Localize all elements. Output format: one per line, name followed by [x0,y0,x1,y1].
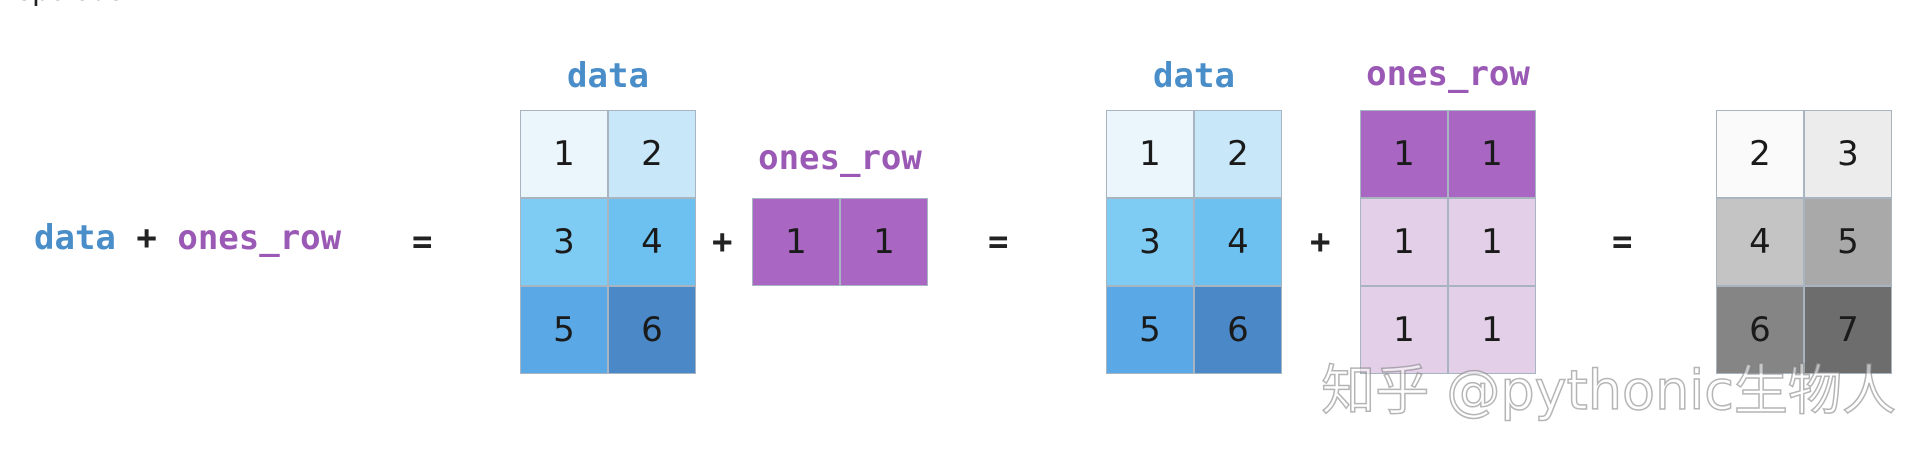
matrix-cell: 2 [1716,110,1804,198]
matrix-cell: 2 [608,110,696,198]
plus-sign-2: + [1310,222,1331,262]
step2-data-matrix: 1 2 3 4 5 6 [1106,110,1282,374]
expression-ones-row-label: ones_row [177,218,342,258]
equals-sign-3: = [1612,222,1633,262]
matrix-cell: 1 [1448,286,1536,374]
matrix-cell: 6 [1194,286,1282,374]
expression-plus: + [136,218,157,258]
watermark: 知乎 @pythonic生物人 [1320,358,1896,423]
matrix-cell: 1 [1448,198,1536,286]
step1-ones-row-label: ones_row [758,138,922,178]
step1-data-label: data [567,56,649,96]
matrix-cell: 4 [1716,198,1804,286]
top-text-fragment: operation: [16,0,149,8]
matrix-cell: 1 [1360,110,1448,198]
matrix-cell: 6 [608,286,696,374]
step2-data-label: data [1153,56,1235,96]
matrix-cell: 5 [520,286,608,374]
matrix-cell: 1 [1448,110,1536,198]
plus-sign-1: + [712,222,733,262]
matrix-cell: 1 [1360,198,1448,286]
matrix-cell: 3 [1804,110,1892,198]
step1-ones-row-matrix: 1 1 [752,198,928,286]
matrix-cell: 1 [520,110,608,198]
step1-data-matrix: 1 2 3 4 5 6 [520,110,696,374]
result-matrix: 2 3 4 5 6 7 [1716,110,1892,374]
expression-data-label: data [34,218,116,258]
step2-ones-row-label: ones_row [1366,54,1530,94]
matrix-cell: 7 [1804,286,1892,374]
matrix-cell: 4 [608,198,696,286]
step2-ones-row-matrix: 1 1 1 1 1 1 [1360,110,1536,374]
matrix-cell: 3 [1106,198,1194,286]
matrix-cell: 6 [1716,286,1804,374]
matrix-cell: 2 [1194,110,1282,198]
expression: data + ones_row [34,218,341,258]
matrix-cell: 5 [1804,198,1892,286]
equals-sign-2: = [988,222,1009,262]
matrix-cell: 1 [1106,110,1194,198]
matrix-cell: 5 [1106,286,1194,374]
matrix-cell: 1 [840,198,928,286]
matrix-cell: 1 [752,198,840,286]
matrix-cell: 4 [1194,198,1282,286]
equals-sign-1: = [412,222,433,262]
matrix-cell: 1 [1360,286,1448,374]
matrix-cell: 3 [520,198,608,286]
